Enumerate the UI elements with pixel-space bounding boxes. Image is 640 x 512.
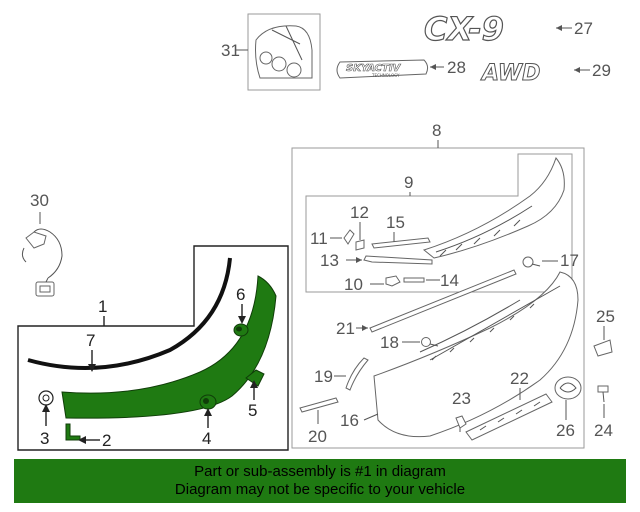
part-31-taillamp-bulbs[interactable] <box>247 13 321 91</box>
callout-10: 10 <box>344 275 363 294</box>
part-2-bracket[interactable] <box>65 423 81 441</box>
callout-16: 16 <box>340 411 359 430</box>
callout-1: 1 <box>98 297 107 316</box>
callout-3: 3 <box>40 429 49 448</box>
part-4-retainer[interactable] <box>199 394 217 410</box>
part-16-bumper-cover[interactable] <box>373 271 579 438</box>
part-25-bracket[interactable] <box>593 339 613 357</box>
callout-20: 20 <box>308 427 327 446</box>
part-21-molding[interactable] <box>369 269 517 333</box>
callout-14: 14 <box>440 271 459 290</box>
callout-19: 19 <box>314 367 333 386</box>
callout-24: 24 <box>594 421 613 440</box>
callout-4: 4 <box>202 429 211 448</box>
callout-5: 5 <box>248 401 257 420</box>
part-29-awd-emblem[interactable]: AWD <box>480 61 541 87</box>
part-24-bolt[interactable] <box>597 385 609 403</box>
callout-7: 7 <box>86 331 95 350</box>
part-20-lower-molding[interactable] <box>299 397 339 413</box>
callout-8: 8 <box>432 121 441 140</box>
awd-emblem-text: AWD <box>480 61 540 86</box>
callout-25: 25 <box>596 307 615 326</box>
callout-17: 17 <box>560 251 579 270</box>
callout-29: 29 <box>592 61 611 80</box>
part-3-nut[interactable] <box>38 390 54 406</box>
callout-2: 2 <box>102 431 111 450</box>
part-26-mazda-emblem[interactable] <box>554 376 582 400</box>
part-6-grommet[interactable] <box>233 323 249 337</box>
part-12-clip[interactable] <box>355 239 365 251</box>
banner-line-1: Part or sub-assembly is #1 in diagram <box>194 463 446 480</box>
callout-22: 22 <box>510 369 529 388</box>
part-15-molding[interactable] <box>371 237 431 249</box>
part-17-bolt[interactable] <box>522 256 541 268</box>
part-28-skyactiv-badge[interactable]: SKYACTIV TECHNOLOGY <box>336 59 429 79</box>
part-10-cap[interactable] <box>385 275 401 287</box>
notice-banner: Part or sub-assembly is #1 in diagram Di… <box>14 459 626 503</box>
badge-text-main: SKYACTIV <box>346 63 402 74</box>
part-13-seal[interactable] <box>363 255 433 265</box>
part-27-model-emblem[interactable]: CX-9 <box>423 9 504 48</box>
callout-9: 9 <box>404 173 413 192</box>
group-9-outline <box>305 153 573 293</box>
model-emblem-text: CX-9 <box>424 10 504 48</box>
callout-31: 31 <box>221 41 240 60</box>
part-30-wiring-harness[interactable] <box>21 228 63 297</box>
callout-26: 26 <box>556 421 575 440</box>
part-18-bolt[interactable] <box>421 337 439 347</box>
callout-11: 11 <box>310 229 328 248</box>
callout-27: 27 <box>574 19 593 38</box>
part-22-reinforcement[interactable] <box>465 393 553 441</box>
part-1-garnish-highlight[interactable] <box>61 275 277 419</box>
part-9-spoiler[interactable] <box>422 156 565 259</box>
badge-text-sub: TECHNOLOGY <box>371 73 400 78</box>
banner-line-2: Diagram may not be specific to your vehi… <box>174 481 466 498</box>
callout-6: 6 <box>236 285 245 304</box>
callout-28: 28 <box>447 58 466 77</box>
part-19-side-molding[interactable] <box>345 357 369 391</box>
callout-18: 18 <box>380 333 399 352</box>
callout-15: 15 <box>386 213 405 232</box>
callout-23: 23 <box>452 389 471 408</box>
part-14-strip[interactable] <box>403 277 425 283</box>
callout-12: 12 <box>350 203 369 222</box>
part-11-bracket[interactable] <box>343 229 355 245</box>
part-23-clip[interactable] <box>455 415 467 432</box>
callout-13: 13 <box>320 251 339 270</box>
callout-21: 21 <box>336 319 355 338</box>
group-1-outline <box>17 245 289 451</box>
part-7-arch-molding[interactable] <box>27 257 232 370</box>
callout-30: 30 <box>30 191 49 210</box>
